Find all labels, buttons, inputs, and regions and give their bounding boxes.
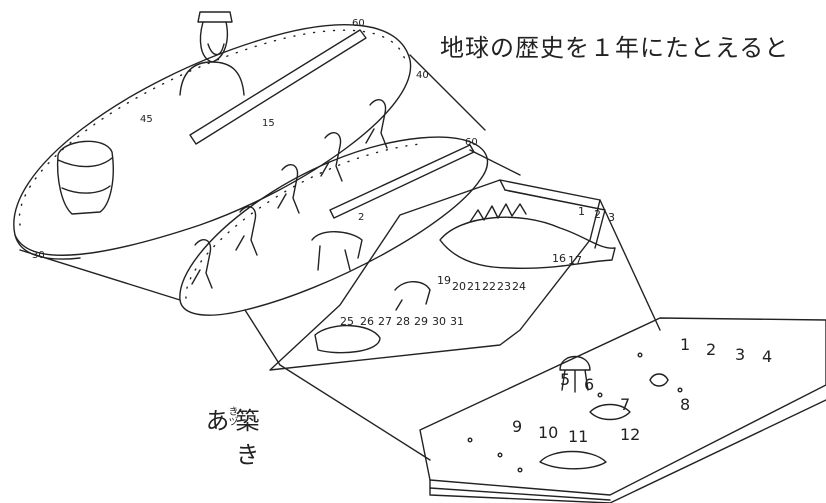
barrel-icon [56,140,114,215]
disc-mid-number: 60 [465,137,478,148]
figure-bust [179,11,245,96]
book-bottom-day: 8 [680,395,690,414]
dinosaur-figure [439,216,616,270]
book-bottom-day: 10 [538,423,558,442]
disc-top-number: 45 [140,114,153,125]
jellyfish-figure [559,355,591,393]
disc-top [13,24,412,260]
walking-figures [191,99,388,289]
book-mid-day: 16 [552,252,566,265]
projection-line-book-right [599,199,661,331]
book-mid-day: 3 [608,211,615,224]
book-mid-day: 23 [497,280,511,293]
disc-top-number: 60 [352,18,365,29]
book-mid-day: 1 [578,205,585,218]
book-bottom-day: 4 [762,347,772,366]
book-mid-day: 2 [594,208,601,221]
book-mid-day: 19 [437,274,451,287]
vertical-caption-ruby: きヅ [226,406,237,426]
page-title: 地球の歴史を１年にたとえると [440,34,790,62]
dog-figure [311,231,363,271]
book-mid-day: 31 [450,315,464,328]
book-bottom-day: 12 [620,425,640,444]
book-bottom [419,317,826,503]
book-mid-day: 29 [414,315,428,328]
book-bottom-day: 3 [735,345,745,364]
disc-top-number: 30 [32,250,45,261]
book-bottom-day: 1 [680,335,690,354]
book-mid-day: 24 [512,280,526,293]
projection-line-mid-right [469,149,521,176]
projection-line-book-left [279,364,431,461]
book-mid-day: 22 [482,280,496,293]
vertical-caption: 築きあ きヅ [200,406,259,503]
book-mid-day: 20 [452,280,466,293]
book-mid-day: 17 [568,254,582,267]
book-mid-day: 25 [340,315,354,328]
disc-mid-number: 2 [358,212,364,223]
vertical-caption-text: 築きあ [201,408,259,476]
book-mid-day: 28 [396,315,410,328]
disc-top-dots [18,29,406,226]
disc-slot [189,29,367,145]
disc-mid [179,136,489,316]
projection-line-mid-left [244,309,281,366]
book-bottom-day: 5 [560,370,570,389]
disc-top-number: 40 [416,70,429,81]
book-bottom-day: 11 [568,427,588,446]
book-mid-day: 27 [378,315,392,328]
book-mid-day: 21 [467,280,481,293]
book-bottom-day: 7 [620,395,630,414]
book-bottom-day: 6 [584,375,594,394]
disc-top-number: 15 [262,118,275,129]
projection-line-top-right [409,54,486,131]
book-mid-day: 30 [432,315,446,328]
book-bottom-day: 9 [512,417,522,436]
book-mid-day: 26 [360,315,374,328]
book-bottom-day: 2 [706,340,716,359]
book-mid [269,179,616,371]
